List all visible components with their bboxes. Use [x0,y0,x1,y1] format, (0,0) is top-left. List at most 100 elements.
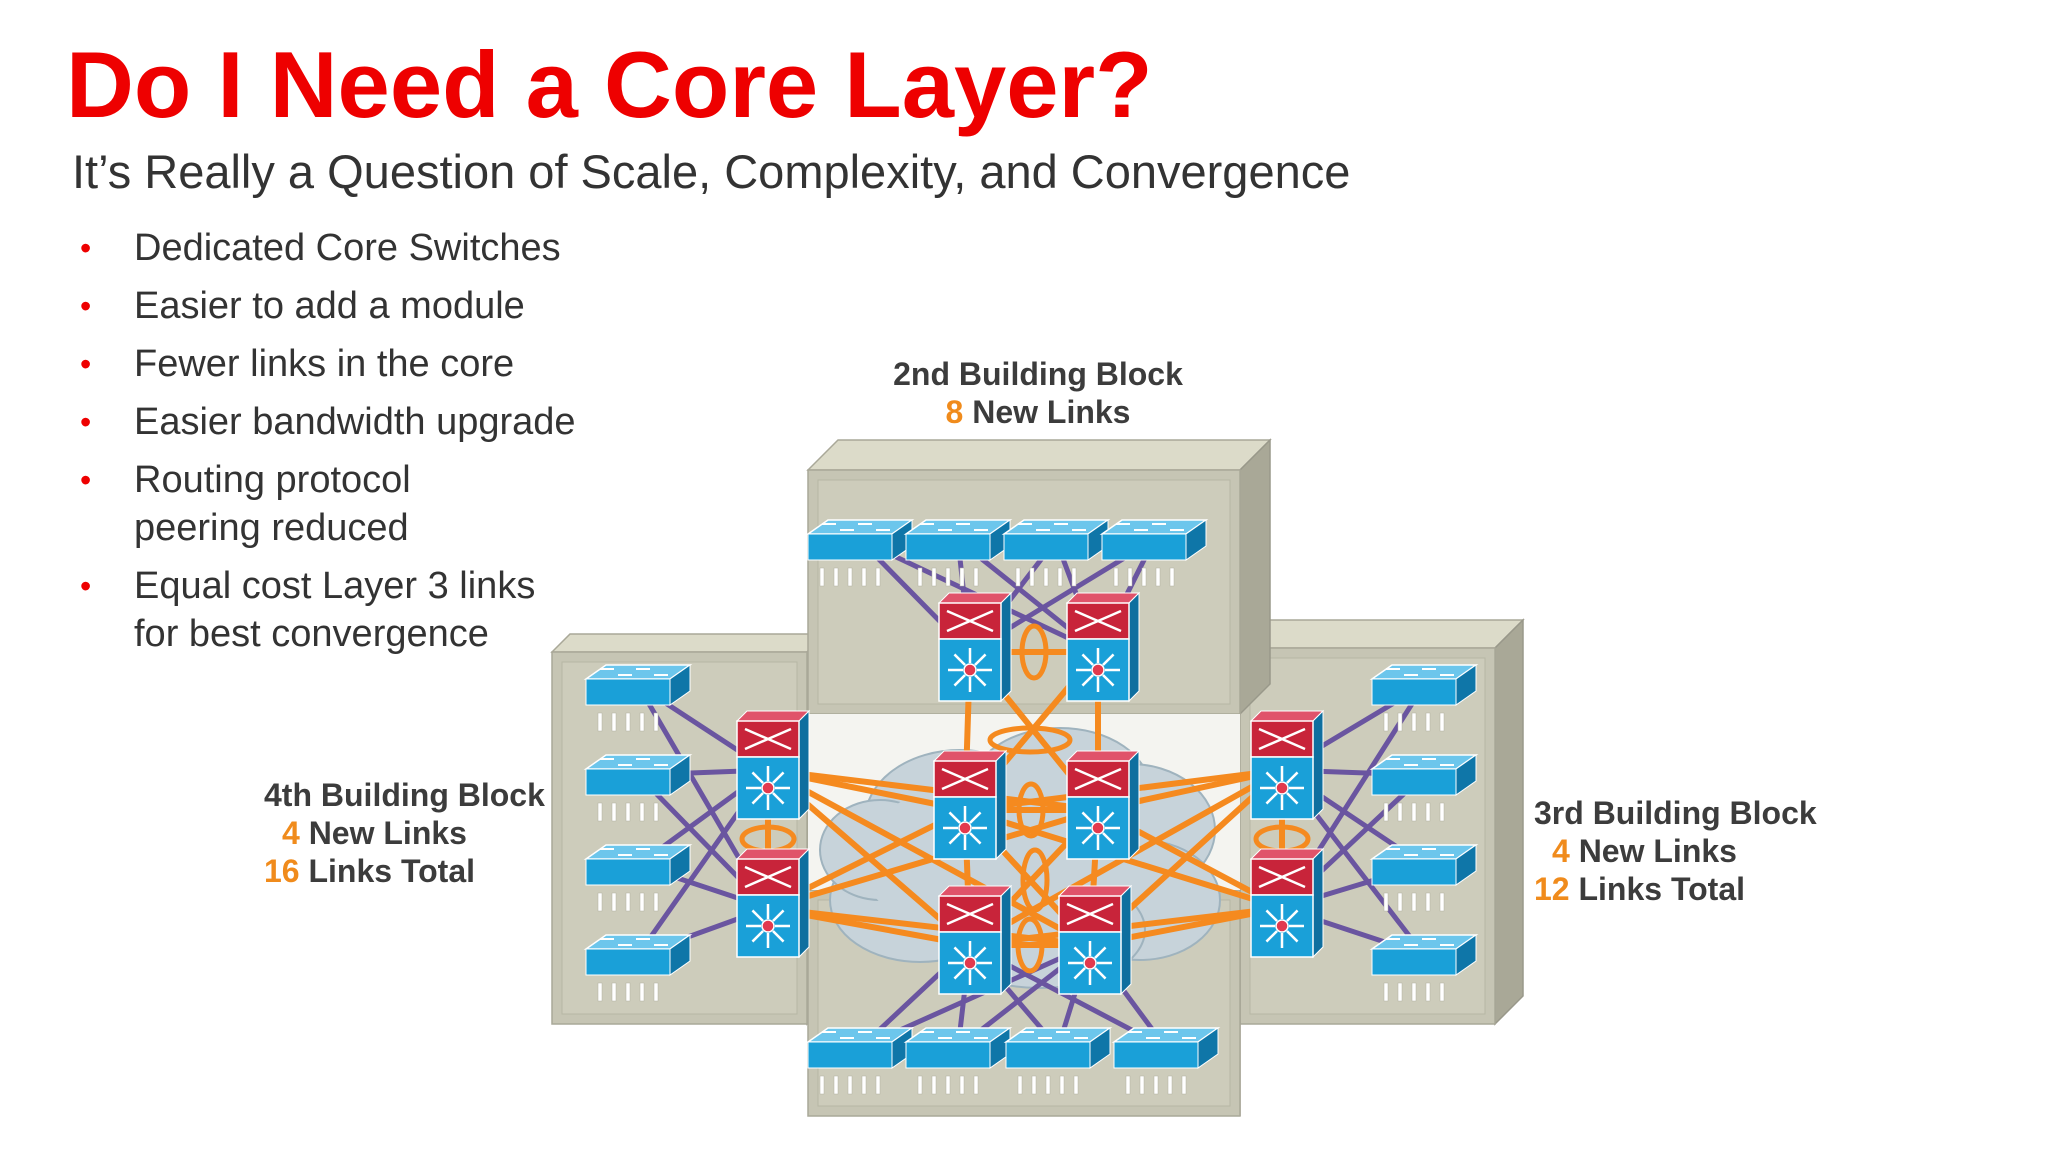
star-center [1083,956,1097,970]
port-pin [1397,802,1403,822]
workgroup-switch-icon [1003,1027,1113,1095]
star-ray [772,792,785,805]
port-pin [597,892,603,912]
port-pin [1439,982,1445,1002]
port-pin [1015,567,1021,587]
port-pin [597,982,603,1002]
router-cross [1074,609,1122,633]
switch-front [807,533,893,561]
router-cross [1258,865,1306,889]
workgroup-switch-icon [1001,519,1111,587]
port-pin [1125,1075,1131,1095]
port-pin [959,567,965,587]
port-channel-ring [1019,623,1049,681]
port-pin [1425,802,1431,822]
bullet-text: Routing protocol [134,459,411,501]
l3-side [1000,884,1012,996]
port-pin [653,982,659,1002]
port-pin [1169,567,1175,587]
port-pin [1383,892,1389,912]
l3-side [1128,591,1140,703]
switch-front [585,858,671,886]
port-pin [931,567,937,587]
star-ray [1102,811,1115,824]
bullet-item: Easier bandwidth upgrade [80,398,576,446]
slide-title: Do I Need a Core Layer? [66,32,1153,137]
switch-front [807,1041,893,1069]
port-pin [847,1075,853,1095]
port-pin [611,892,617,912]
l3-top [735,848,811,860]
star-ray [1073,967,1086,980]
port-pin [1397,892,1403,912]
second-block-label: 2nd Building Block 8 New Links [878,355,1198,431]
port-pin [931,1075,937,1095]
star-ray [772,771,785,784]
star-ray [1102,674,1115,687]
router-cross [1258,727,1306,751]
l3-side [798,847,810,959]
port-channel-ring [1015,916,1045,974]
port-pin [1411,892,1417,912]
port-pin [917,567,923,587]
switch-front [1113,1041,1199,1069]
multilayer-switch-icon [1249,847,1325,959]
workgroup-switch-icon [583,664,693,732]
fourth-block-total-label: Links Total [308,853,476,889]
workgroup-switch-icon [903,519,1013,587]
star-ray [974,674,987,687]
bullet-text: for best convergence [134,613,489,655]
l3-side [1312,709,1324,821]
switch-front [905,1041,991,1069]
star-center [958,821,972,835]
port-pin [639,712,645,732]
star-ray [1286,771,1299,784]
switch-front [1371,768,1457,796]
switch-front [585,768,671,796]
star-ray [1265,771,1278,784]
l3-top [1057,885,1133,897]
router-cross [744,727,792,751]
fourth-block-new-count: 4 [282,815,300,851]
fourth-block-new-label: New Links [308,815,467,851]
star-center [1091,663,1105,677]
port-pin [945,1075,951,1095]
block-top-face [550,633,827,653]
fourth-block-total-count: 16 [264,853,300,889]
star-ray [1102,832,1115,845]
fourth-block-label: 4th Building Block 4 New Links 16 Links … [264,776,545,890]
workgroup-switch-icon [583,934,693,1002]
star-ray [953,946,966,959]
device-layer [583,519,1479,1095]
multilayer-switch-icon [735,709,811,821]
star-center [963,663,977,677]
multilayer-switch-icon [937,591,1013,703]
port-pin [1031,1075,1037,1095]
port-pin [1383,982,1389,1002]
port-pin [819,567,825,587]
block-side-face [1239,438,1271,716]
bullet-item: Easier to add a module [80,282,576,330]
star-ray [1286,930,1299,943]
router-cross [1074,767,1122,791]
port-pin [875,1075,881,1095]
switch-front [1003,533,1089,561]
port-pin [1127,567,1133,587]
port-pin [625,802,631,822]
star-center [1275,781,1289,795]
star-ray [953,674,966,687]
port-pin [611,982,617,1002]
l3-top [1249,710,1325,722]
second-block-new-label: New Links [972,394,1131,430]
router-cross [946,902,994,926]
switch-front [1371,948,1457,976]
port-pin [1139,1075,1145,1095]
port-pin [1383,712,1389,732]
port-pin [1155,567,1161,587]
port-pin [1017,1075,1023,1095]
port-pin [639,892,645,912]
star-ray [1081,832,1094,845]
port-channel-ring [1020,847,1050,913]
l3-top [932,750,1008,762]
star-ray [1286,909,1299,922]
